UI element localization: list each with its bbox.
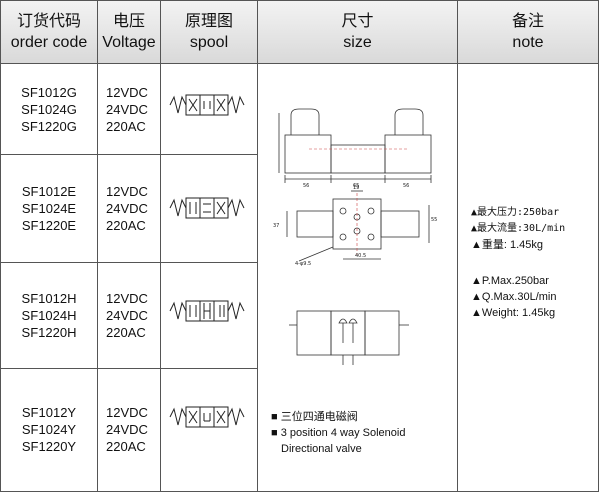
voltage-value: 12VDC xyxy=(106,291,148,306)
header-order-code: 订货代码 order code xyxy=(1,1,97,63)
dim-label: 55 xyxy=(431,217,437,223)
voltage-value: 12VDC xyxy=(106,404,148,420)
header-size: 尺寸 size xyxy=(258,1,457,63)
order-code: SF1024E xyxy=(21,201,77,216)
legend-line-en: ■ 3 position 4 way Solenoid xyxy=(271,427,406,439)
order-codes-h: SF1012H SF1024H SF1220H xyxy=(1,263,97,368)
note-pressure-en: ▲P.Max.250bar xyxy=(471,275,549,287)
order-code: SF1024Y xyxy=(21,421,77,437)
legend-line-cn: ■ 三位四通电磁阀 xyxy=(271,411,358,423)
voltage-value: 220AC xyxy=(106,218,146,233)
row-divider xyxy=(1,262,257,263)
dim-label: 65 xyxy=(353,183,359,189)
dimension-drawing: 56 65 56 19 40.5 4-φ9.5 55 37 xyxy=(273,108,437,365)
header-spool-en: spool xyxy=(189,34,229,51)
notes-en: ▲P.Max.250bar ▲Q.Max.30L/min ▲Weight: 1.… xyxy=(471,273,556,321)
header-voltage-en: Voltage xyxy=(102,34,156,51)
order-code: SF1220Y xyxy=(21,438,77,454)
spool-symbol-h xyxy=(169,300,245,322)
voltage-value: 24VDC xyxy=(106,101,148,117)
voltage-value: 24VDC xyxy=(106,308,148,323)
note-flow-en: ▲Q.Max.30L/min xyxy=(471,291,557,303)
order-code: SF1012Y xyxy=(21,404,77,420)
header-size-en: size xyxy=(343,34,372,51)
header-order-code-en: order code xyxy=(10,34,88,51)
voltage-value: 220AC xyxy=(106,118,146,134)
order-codes-e: SF1012E SF1024E SF1220E xyxy=(1,155,97,262)
order-code: SF1012E xyxy=(21,184,77,199)
voltage-value: 12VDC xyxy=(106,84,148,100)
dim-label: 56 xyxy=(303,183,309,189)
legend: ■ 三位四通电磁阀 ■ 3 position 4 way Solenoid Di… xyxy=(271,409,405,457)
header-note-cn: 备注 xyxy=(511,13,544,30)
voltages-g: 12VDC 24VDC 220AC xyxy=(98,64,158,154)
voltage-value: 24VDC xyxy=(106,421,148,437)
header-size-cn: 尺寸 xyxy=(341,13,374,30)
header-voltage: 电压 Voltage xyxy=(98,1,160,63)
dim-label: 56 xyxy=(403,183,409,189)
legend-line-en-2: Directional valve xyxy=(281,443,362,455)
note-weight-en: ▲Weight: 1.45kg xyxy=(471,307,556,319)
note-weight-cn: ▲重量: 1.45kg xyxy=(471,239,544,251)
row-divider xyxy=(1,368,257,369)
spool-symbol-e xyxy=(169,197,245,219)
voltages-h: 12VDC 24VDC 220AC xyxy=(98,263,158,368)
order-codes-g: SF1012G SF1024G SF1220G xyxy=(1,64,97,154)
order-code: SF1024H xyxy=(21,308,77,323)
dim-label: 40.5 xyxy=(355,253,366,259)
header-note: 备注 note xyxy=(458,1,598,63)
spool-symbol-y xyxy=(169,406,245,428)
dim-label: 19 xyxy=(353,185,359,191)
dim-label: 37 xyxy=(273,223,279,229)
order-code: SF1024G xyxy=(21,101,77,117)
col-divider xyxy=(160,1,161,491)
notes-cn: ▲最大压力:250bar ▲最大流量:30L/min ▲重量: 1.45kg xyxy=(471,205,565,253)
dim-label: 4-φ9.5 xyxy=(295,261,311,267)
voltage-value: 24VDC xyxy=(106,201,148,216)
order-code: SF1220E xyxy=(21,218,77,233)
voltages-e: 12VDC 24VDC 220AC xyxy=(98,155,158,262)
voltage-value: 220AC xyxy=(106,325,146,340)
order-code: SF1012H xyxy=(21,291,77,306)
col-divider xyxy=(457,1,458,491)
note-flow-cn: ▲最大流量:30L/min xyxy=(471,223,566,234)
voltage-value: 12VDC xyxy=(106,184,148,199)
header-voltage-cn: 电压 xyxy=(112,13,145,30)
order-codes-y: SF1012Y SF1024Y SF1220Y xyxy=(1,369,97,489)
spool-symbol-g xyxy=(169,94,245,116)
header-order-code-cn: 订货代码 xyxy=(16,13,81,30)
header-spool: 原理图 spool xyxy=(161,1,257,63)
header-spool-cn: 原理图 xyxy=(184,13,233,30)
order-code: SF1012G xyxy=(21,84,77,100)
order-code: SF1220G xyxy=(21,118,77,134)
header-note-en: note xyxy=(512,34,544,51)
voltages-y: 12VDC 24VDC 220AC xyxy=(98,369,158,489)
note-pressure-cn: ▲最大压力:250bar xyxy=(471,207,560,218)
order-code: SF1220H xyxy=(21,325,77,340)
row-divider xyxy=(1,154,257,155)
col-divider xyxy=(257,1,258,491)
table-header xyxy=(1,1,598,64)
col-divider xyxy=(97,1,98,491)
voltage-value: 220AC xyxy=(106,438,146,454)
